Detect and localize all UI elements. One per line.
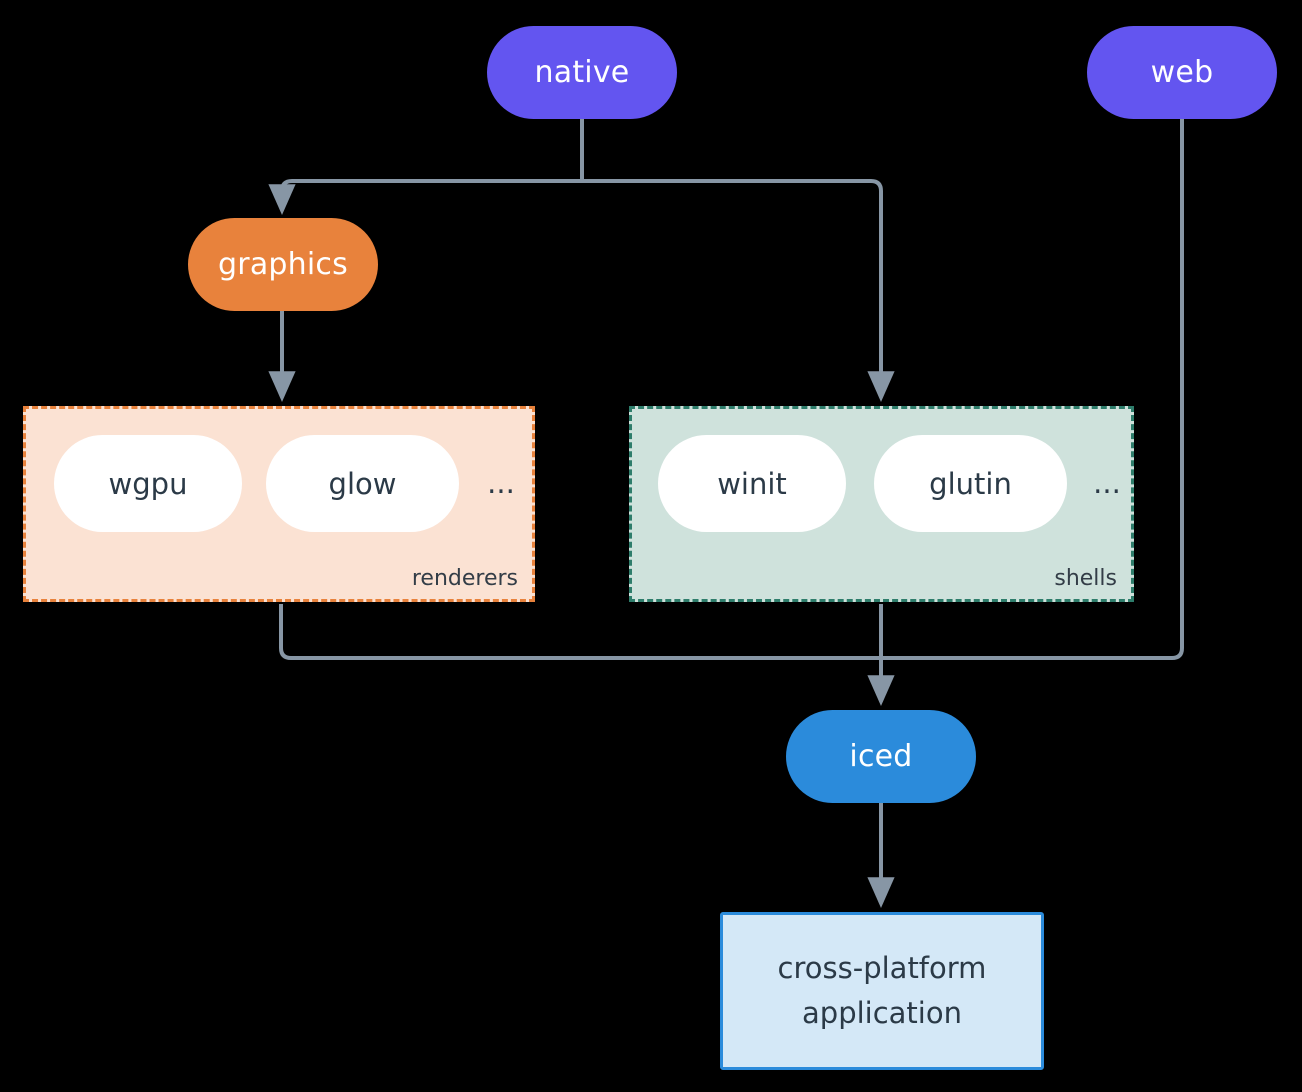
shells-ellipsis: ... [1093,466,1121,500]
cluster-renderers: wgpu glow ... renderers [23,406,535,602]
renderers-ellipsis: ... [487,466,515,500]
cluster-item-wgpu[interactable]: wgpu [54,435,242,532]
cluster-item-wgpu-label: wgpu [108,466,188,501]
cluster-renderers-label: renderers [411,566,518,591]
edge-renderers-to-iced [279,604,881,660]
cluster-shells-label: shells [1054,566,1117,591]
cluster-item-winit-label: winit [717,466,787,501]
node-application-line2: application [802,996,962,1030]
cluster-shells: winit glutin ... shells [629,406,1134,602]
node-native-label: native [534,55,630,90]
node-native[interactable]: native [487,26,677,119]
cluster-item-glutin-label: glutin [929,466,1012,501]
node-application-line1: cross-platform [777,951,987,986]
cluster-item-glutin[interactable]: glutin [874,435,1067,532]
edge-native-to-graphics [268,179,582,216]
cluster-item-glow-label: glow [328,466,397,501]
node-iced[interactable]: iced [786,710,976,803]
node-iced-label: iced [849,739,913,774]
node-graphics[interactable]: graphics [188,218,378,311]
node-application[interactable]: cross-platform application [720,912,1044,1070]
node-graphics-label: graphics [218,247,348,282]
node-web[interactable]: web [1087,26,1277,119]
edge-native-to-shells [582,179,895,403]
node-web-label: web [1150,55,1214,90]
cluster-item-glow[interactable]: glow [266,435,459,532]
cluster-item-winit[interactable]: winit [658,435,846,532]
